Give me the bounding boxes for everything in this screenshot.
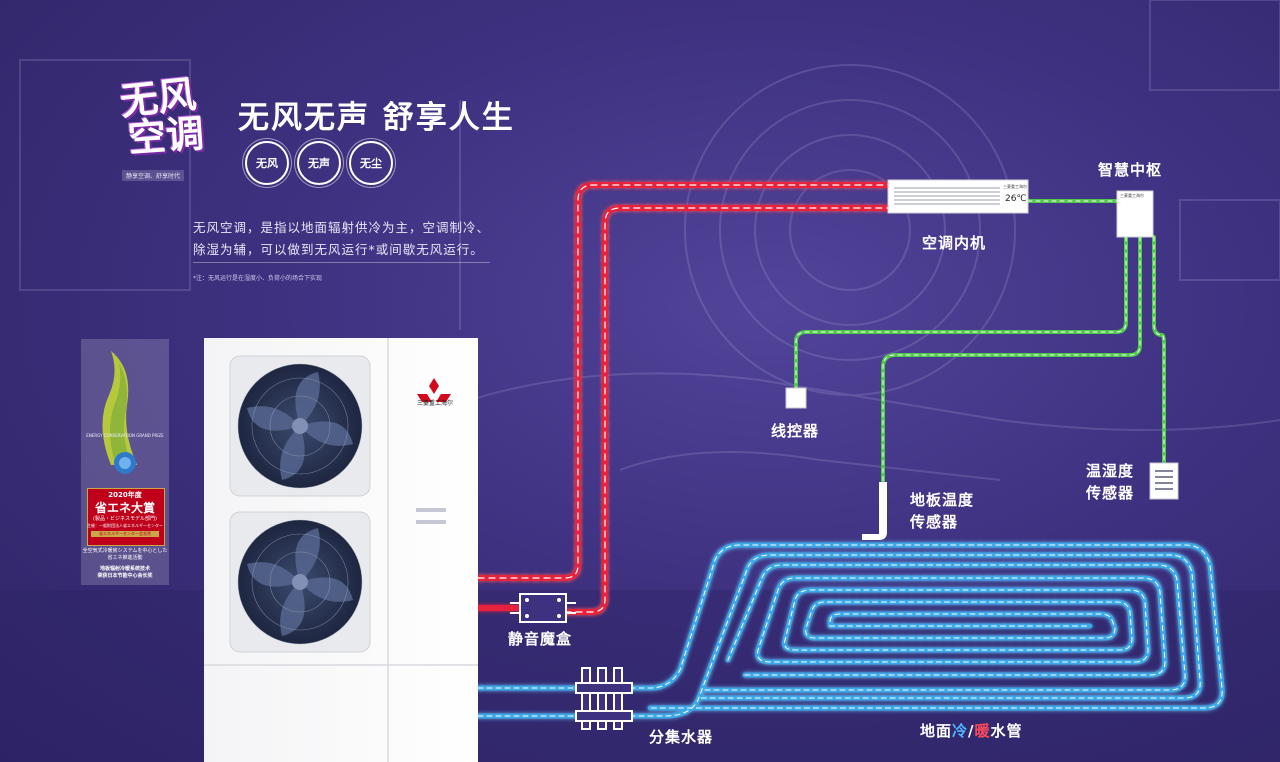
footnote-text: *注：无风运行是在湿度小、负荷小的场合下实现	[193, 275, 323, 282]
slogan-title: 无风无声 舒享人生	[238, 100, 515, 136]
floor-pipe-prefix: 地面	[920, 722, 953, 740]
award-title: 省エネ大賞	[94, 501, 155, 515]
mitsubishi-logo-icon	[417, 378, 451, 402]
badge-no-noise: 无声	[297, 141, 341, 185]
floor-sensor-device	[862, 482, 887, 540]
indoor-unit-device	[887, 179, 1029, 214]
hub-label: 智慧中枢	[1098, 161, 1163, 179]
award-sponsor: 主催：一般財団法人省エネルギーセンター	[87, 523, 163, 528]
humidity-sensor-device	[1149, 462, 1179, 500]
award-small-text: 全空気式冷暖房システムを中心とした省エネ推進活動	[82, 548, 168, 561]
wire-controller-label: 线控器	[771, 422, 820, 440]
badge-no-wind: 无风	[245, 141, 289, 185]
humidity-sensor-label-1: 温湿度	[1086, 462, 1135, 480]
description-divider	[193, 262, 490, 263]
floor-sensor-label-1: 地板温度	[910, 491, 975, 509]
award-seal: 2020年度 省エネ大賞 (製品・ビジネスモデル部門) 主催：一般財団法人省エネ…	[81, 488, 169, 546]
award-cn-line-1: 地板辐射冷暖系统技术	[99, 566, 150, 572]
outdoor-unit	[204, 338, 478, 762]
award-subtitle: (製品・ビジネスモデル部門)	[93, 516, 157, 522]
signal-wires	[794, 199, 1166, 484]
hub-brand-label: 三菱重工海尔	[1120, 193, 1144, 198]
badge-no-dust: 无尘	[349, 141, 393, 185]
award-cn-line-2: 荣获日本节能中心会长奖	[97, 573, 153, 579]
hub-device	[1116, 190, 1154, 238]
silent-box-device	[510, 593, 576, 623]
award-trophy-icon	[102, 351, 137, 474]
manifold-label: 分集水器	[649, 728, 714, 746]
room-background	[19, 0, 1280, 481]
wire-controller-device	[785, 387, 807, 409]
floor-sensor-label-2: 传感器	[910, 513, 959, 531]
indoor-temperature-display: 26℃	[1005, 194, 1027, 204]
product-logo: 无风 空调 静享空调、舒享时代	[112, 72, 224, 184]
floor-pipe-warm: 暖	[974, 722, 991, 740]
fan-bottom-icon	[229, 511, 371, 653]
description-text: 无风空调，是指以地面辐射供冷为主，空调制冷、除湿为辅，可以做到无风运行*或间歇无…	[193, 220, 491, 257]
floor-pipe-slash: /	[968, 722, 975, 740]
logo-line-2: 空调	[126, 111, 206, 161]
silent-box-label: 静音魔盒	[508, 630, 573, 648]
outdoor-brand-label: 三菱重工海尔	[416, 400, 453, 407]
logo-tagline: 静享空调、舒享时代	[122, 170, 185, 181]
refrigerant-pipes	[475, 182, 891, 615]
award-emblem-text: ENERGY CONSERVATION GRAND PRIZE	[86, 433, 164, 438]
humidity-sensor-label-2: 传感器	[1086, 484, 1135, 502]
fan-top-icon	[229, 355, 371, 497]
indoor-unit-label: 空调内机	[922, 234, 987, 252]
floor-pipe-cold: 冷	[952, 722, 969, 740]
award-year: 2020年度	[108, 491, 142, 499]
floor-water-pipes	[475, 542, 1225, 719]
award-prize: 省エネルギーセンター会長賞	[91, 531, 159, 537]
floor-pipe-label: 地面冷/暖水管	[920, 720, 1023, 742]
manifold-device	[575, 667, 633, 730]
floor-pipe-suffix: 水管	[990, 722, 1023, 740]
indoor-brand-label: 三菱重工海尔	[1003, 184, 1027, 189]
